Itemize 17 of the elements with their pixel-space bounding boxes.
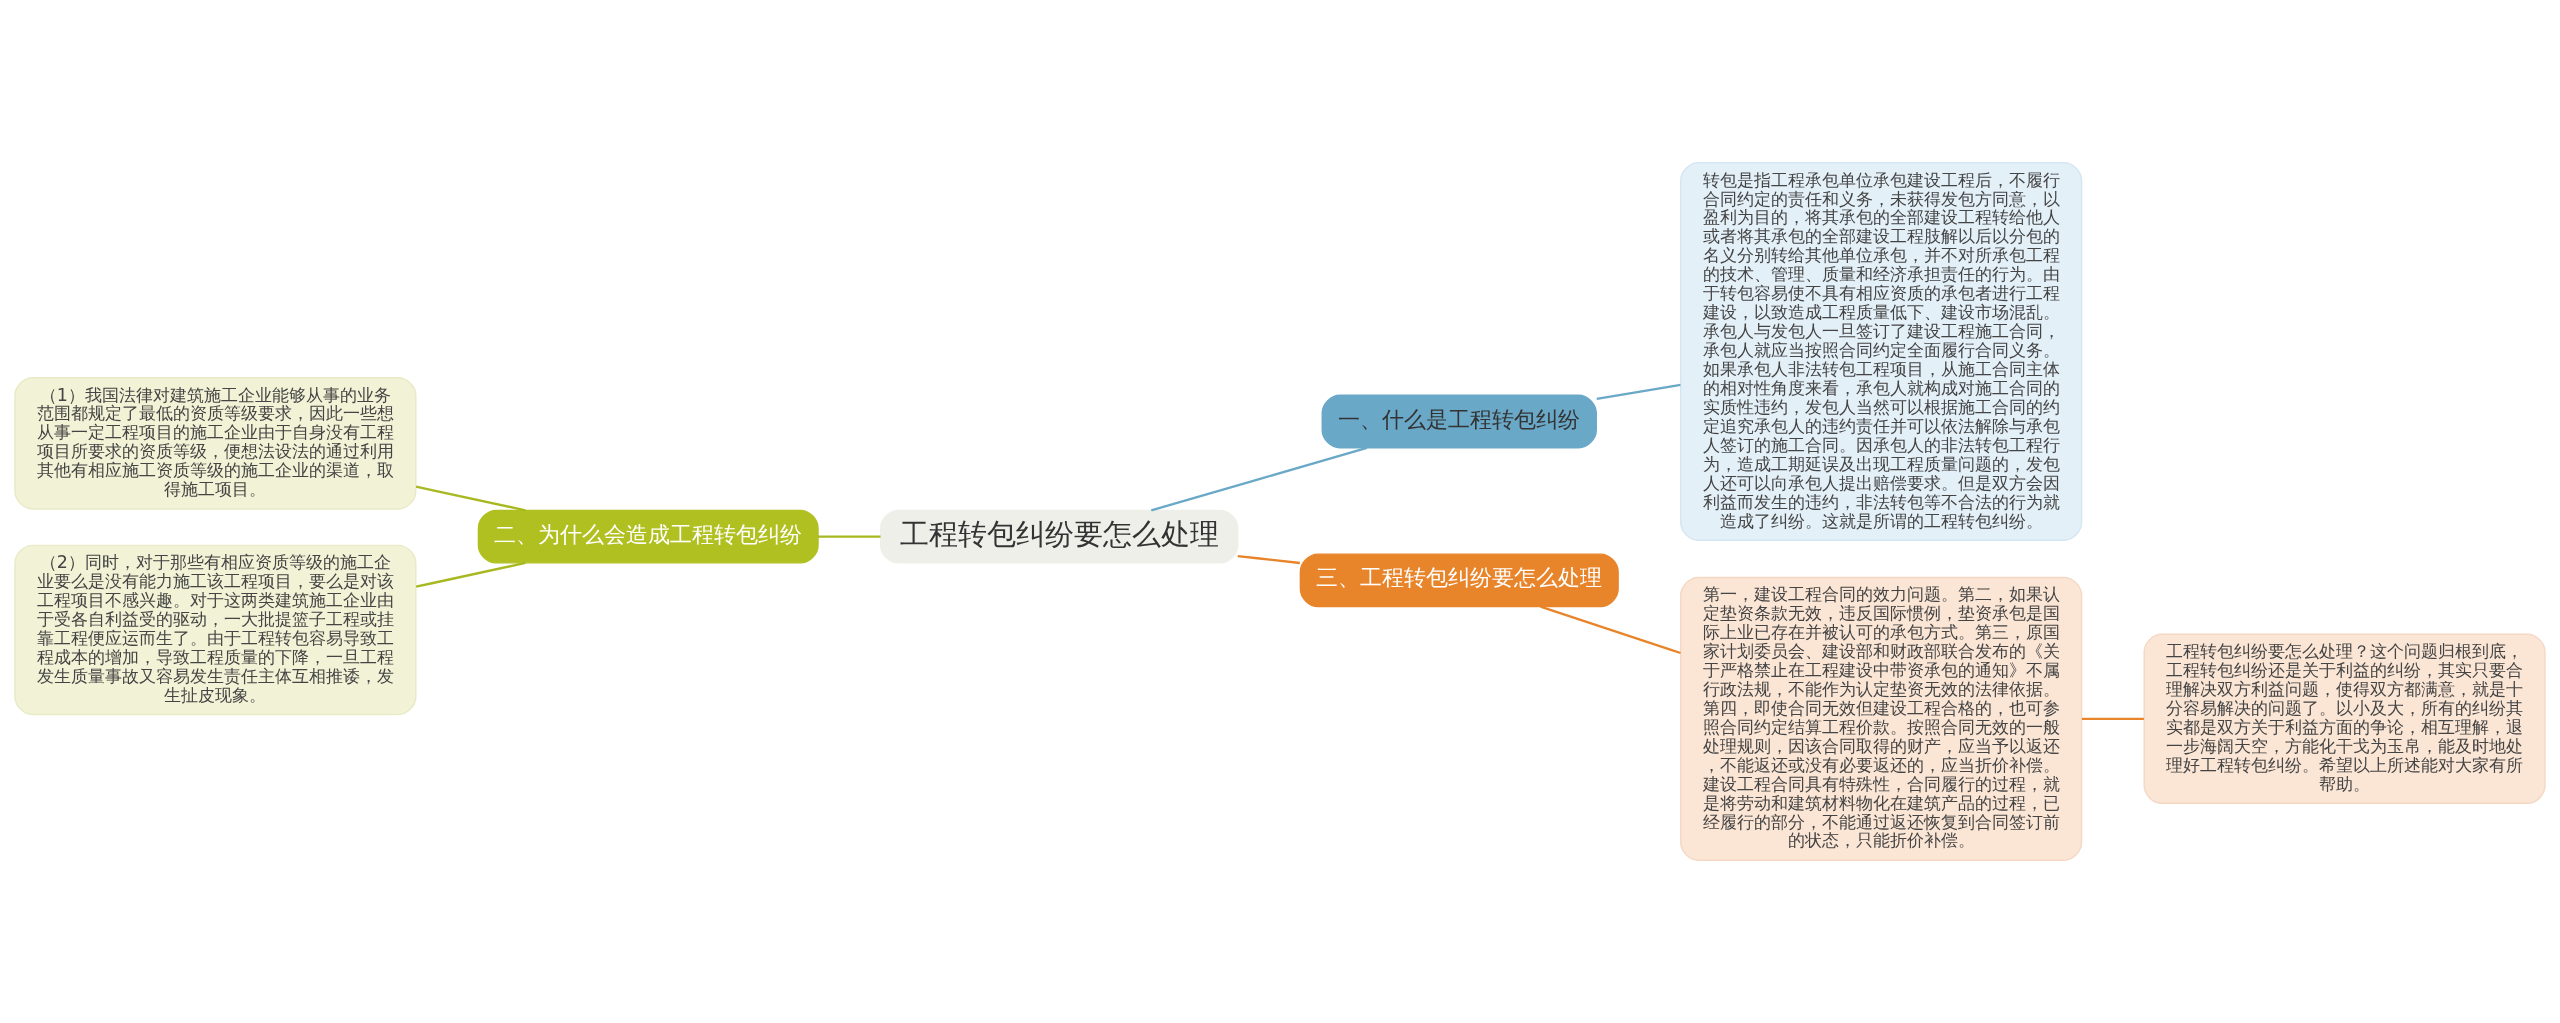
node-box: 三、工程转包纠纷要怎么处理 bbox=[1299, 553, 1619, 608]
node-box: 一、什么是工程转包纠纷 bbox=[1321, 394, 1597, 449]
connector bbox=[2081, 717, 2144, 720]
connector bbox=[1150, 446, 1368, 512]
connector bbox=[1237, 555, 1300, 565]
node-box: 工程转包纠纷要怎么处理？这个问题归根到底，工程转包纠纷还是关于利益的纠纷，其实只要合理解决双方利益问题，使得双方都满意，就是十分容易解决的问题了。以小及大，所有的纠纷其实都是双方关于利益方面的争论，相互理解，退一步海阔天空，方能化干戈为玉帛，能及时地处理好工程转包纠纷。希望以上所述能对大家有所帮助。 bbox=[2143, 633, 2546, 805]
node-box: 工程转包纠纷要怎么处理 bbox=[879, 509, 1239, 564]
connector bbox=[1540, 605, 1681, 655]
node-box: 转包是指工程承包单位承包建设工程后，不履行合同约定的责任和义务，未获得发包方同意，以盈利为目的，将其承包的全部建设工程转给他人或者将其承包的全部建设工程肢解以后以分包的名义分别转给其他单位承包，并不对所承包工程的技术、管理、质量和经济承担责任的行为。由于转包容易使不具有相应资质的承包者进行工程建设，以致造成工程质量低下、建设市场混乱。承包人与发包人一旦签订了建设工程施工合同，承包人就应当按照合同约定全面履行合同义务。如果承包人非法转包工程项目，从施工合同主体的相对性角度来看，承包人就构成对施工合同的实质性违约，发包人当然可以根据施工合同的约定追究承包人的违约责任并可以依法解除与承包人签订的施工合同。因承包人的非法转包工程行为，造成工期延误及出现工程质量问题的，发包人还可以向承包人提出赔偿要求。但是双方会因利益而发生的违约，非法转包等不合法的行为就造成了纠纷。这就是所谓的工程转包纠纷。 bbox=[1680, 162, 2083, 541]
connector bbox=[818, 535, 881, 538]
connector bbox=[415, 561, 526, 588]
node-box: （2）同时，对于那些有相应资质等级的施工企业要么是没有能力施工该工程项目，要么是对该工程项目不感兴趣。对于这两类建筑施工企业由于受各自利益受的驱动，一大批提篮子工程或挂靠工程便应运而生了。由于工程转包容易导致工程成本的增加，导致工程质量的下降，一旦工程发生质量事故又容易发生责任主体互相推诿，发生扯皮现象。 bbox=[14, 544, 417, 716]
node-box: 第一，建设工程合同的效力问题。第二，如果认定垫资条款无效，违反国际惯例，垫资承包是国际上业已存在并被认可的承包方式。第三，原国家计划委员会、建设部和财政部联合发布的《关于严格禁止在工程建设中带资承包的通知》不属行政法规，不能作为认定垫资无效的法律依据。第四，即使合同无效但建设工程合格的，也可参照合同约定结算工程价款。按照合同无效的一般处理规则，因该合同取得的财产，应当予以返还，不能返还或没有必要返还的，应当折价补偿。建设工程合同具有特殊性，合同履行的过程，就是将劳动和建筑材料物化在建筑产品的过程，已经履行的部分，不能通过返还恢复到合同签订前的状态，只能折价补偿。 bbox=[1680, 576, 2083, 861]
connector bbox=[415, 485, 526, 512]
node-box: （1）我国法律对建筑施工企业能够从事的业务范围都规定了最低的资质等级要求，因此一些想从事一定工程项目的施工企业由于自身没有工程项目所要求的资质等级，便想法设法的通过利用其他有相应施工资质等级的施工企业的渠道，取得施工项目。 bbox=[14, 377, 417, 510]
node-box: 二、为什么会造成工程转包纠纷 bbox=[477, 509, 819, 564]
connector bbox=[1596, 383, 1681, 400]
